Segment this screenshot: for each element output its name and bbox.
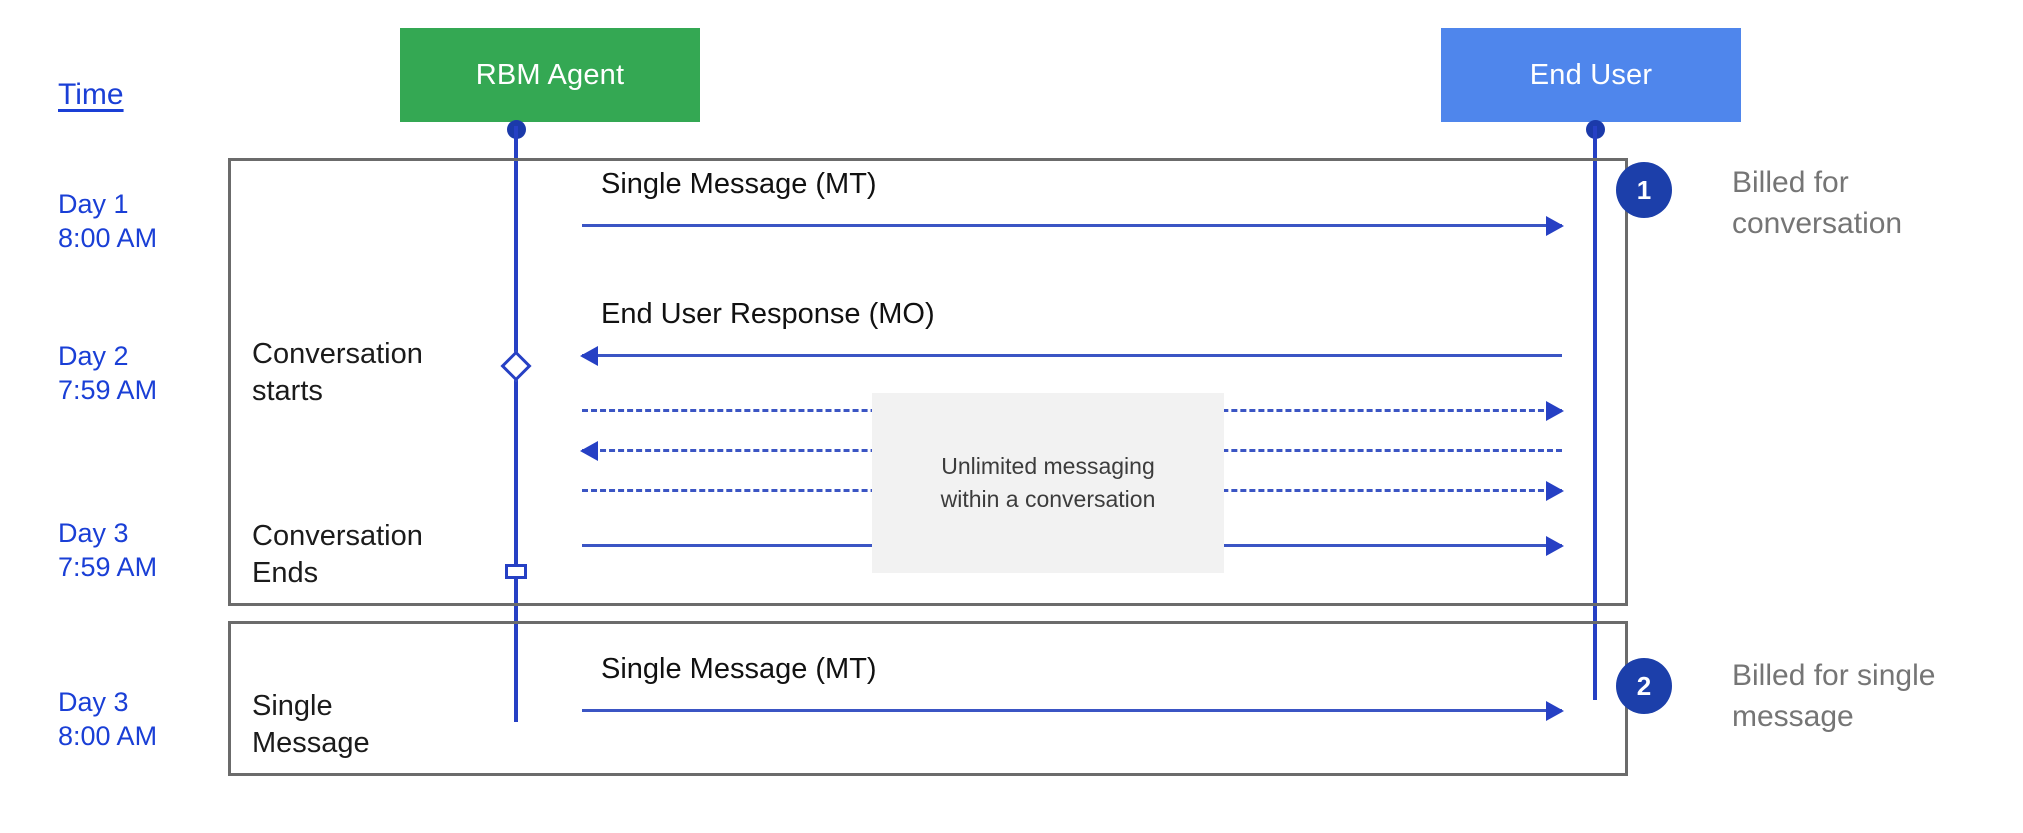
arrowhead-right-icon — [1546, 401, 1564, 421]
actor-box-end-user: End User — [1441, 28, 1741, 122]
message-arrow-single-message-mt-bottom — [582, 700, 1564, 722]
arrowhead-left-icon — [580, 441, 598, 461]
billing-badge-1: 1 — [1616, 162, 1672, 218]
message-arrow-end-user-response-mo — [580, 345, 1562, 367]
actor-label-end-user: End User — [1529, 58, 1653, 91]
arrowhead-right-icon — [1546, 701, 1564, 721]
time-column-header: Time — [58, 78, 124, 111]
arrow-line — [582, 224, 1562, 227]
lifeline-end-user — [1593, 126, 1597, 700]
message-label-single-message-mt-bottom: Single Message (MT) — [601, 653, 877, 685]
arrow-line — [582, 354, 1562, 357]
conversation-end-marker-icon — [505, 564, 527, 579]
billing-badge-2: 2 — [1616, 658, 1672, 714]
message-arrow-single-message-mt-top — [582, 215, 1564, 237]
group-box-conversation — [228, 158, 1628, 606]
message-label-end-user-response-mo: End User Response (MO) — [601, 298, 935, 330]
phase-label-conversation-starts: Conversation starts — [252, 338, 423, 408]
note-unlimited-messaging: Unlimited messaging within a conversatio… — [872, 393, 1224, 573]
timestamp-day3-0800: Day 3 8:00 AM — [58, 687, 158, 751]
lifeline-rbm-agent — [514, 126, 518, 722]
message-label-single-message-mt-top: Single Message (MT) — [601, 168, 877, 200]
arrow-line — [582, 709, 1562, 712]
arrowhead-right-icon — [1546, 481, 1564, 501]
actor-label-rbm-agent: RBM Agent — [475, 58, 625, 91]
arrowhead-right-icon — [1546, 536, 1564, 556]
timestamp-day2-0759: Day 2 7:59 AM — [58, 341, 158, 405]
arrowhead-left-icon — [580, 346, 598, 366]
actor-box-rbm-agent: RBM Agent — [400, 28, 700, 122]
billing-text-conversation: Billed for conversation — [1732, 166, 1903, 241]
group-box-single-message — [228, 621, 1628, 776]
phase-label-conversation-ends: Conversation Ends — [252, 520, 423, 590]
phase-label-single-message: Single Message — [252, 690, 370, 760]
timestamp-day3-0759: Day 3 7:59 AM — [58, 518, 158, 582]
billing-text-single-message: Billed for single message — [1732, 659, 1936, 734]
timestamp-day1-0800: Day 1 8:00 AM — [58, 189, 158, 253]
arrowhead-right-icon — [1546, 216, 1564, 236]
